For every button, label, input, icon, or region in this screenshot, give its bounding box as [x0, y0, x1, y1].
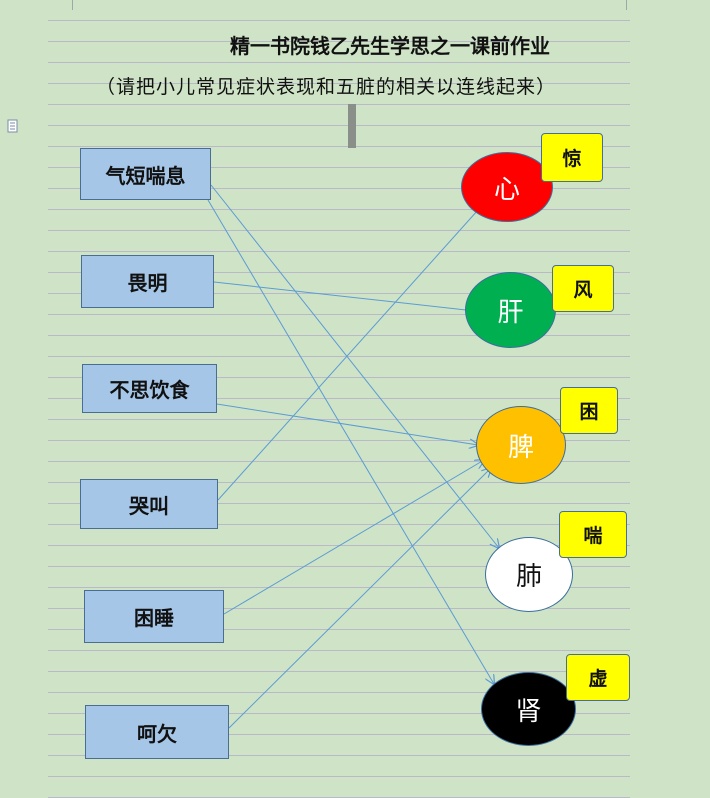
symptom-box-kujiao[interactable]: 哭叫: [80, 479, 218, 529]
text-cursor-block: [348, 104, 356, 148]
worksheet-instruction: （请把小儿常见症状表现和五脏的相关以连线起来）: [96, 76, 557, 98]
page-margin-mark-left: [72, 0, 73, 10]
organ-tag-kun[interactable]: 困: [560, 387, 618, 434]
connection-line[interactable]: [228, 468, 491, 729]
organ-circle-liver[interactable]: 肝: [465, 272, 556, 348]
organ-tag-chuan[interactable]: 喘: [559, 511, 627, 558]
connection-line[interactable]: [203, 401, 478, 445]
connection-line[interactable]: [223, 460, 484, 615]
symptom-box-kunshui[interactable]: 困睡: [84, 590, 224, 643]
organ-tag-xu[interactable]: 虚: [566, 654, 630, 701]
organ-circle-lung[interactable]: 肺: [485, 537, 573, 612]
organ-circle-kidney[interactable]: 肾: [481, 672, 576, 746]
page-margin-mark-right: [626, 0, 627, 10]
symptom-box-hexian[interactable]: 呵欠: [85, 705, 229, 759]
organ-tag-feng[interactable]: 风: [552, 265, 614, 312]
connection-line[interactable]: [213, 281, 467, 311]
document-page: [48, 0, 630, 798]
connection-line[interactable]: [210, 184, 499, 548]
connection-line[interactable]: [207, 199, 494, 684]
document-icon[interactable]: [6, 118, 20, 133]
organ-circle-heart[interactable]: 心: [461, 152, 553, 222]
connection-line[interactable]: [217, 209, 479, 501]
symptom-box-weiming[interactable]: 畏明: [81, 255, 214, 308]
worksheet-title: 精一书院钱乙先生学思之一课前作业: [230, 34, 550, 58]
organ-circle-spleen[interactable]: 脾: [476, 406, 566, 484]
symptom-box-qiduan[interactable]: 气短喘息: [80, 148, 211, 200]
symptom-box-busiyinshi[interactable]: 不思饮食: [82, 364, 217, 413]
organ-tag-jing[interactable]: 惊: [541, 133, 603, 182]
